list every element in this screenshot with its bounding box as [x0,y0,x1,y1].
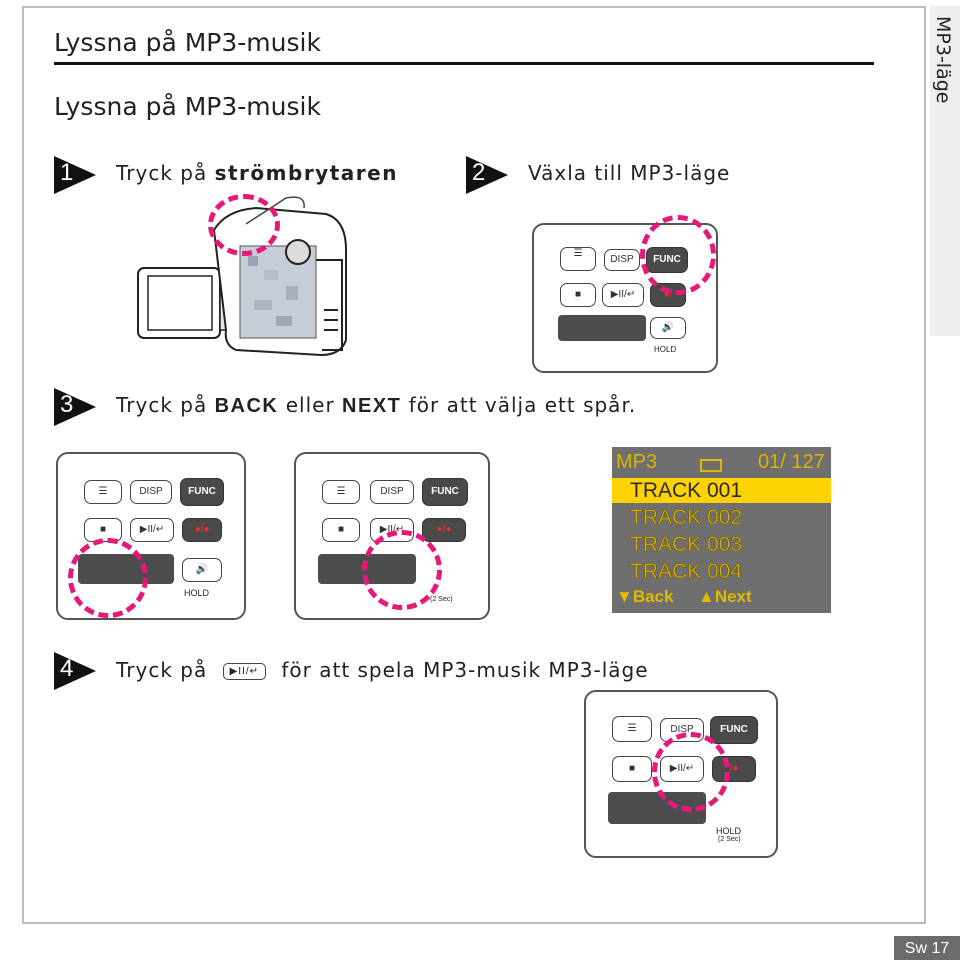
step-1-marker: 1 [54,156,96,194]
step-3-text: Tryck på BACK eller NEXT för att välja e… [116,393,637,417]
track-item[interactable]: TRACK 002 [630,506,743,530]
play-button-highlight [652,732,730,812]
hold-label: HOLD [184,588,210,598]
step-4-marker: 4 [54,652,96,690]
func-button[interactable]: FUNC [710,716,758,744]
disp-button[interactable]: DISP [130,480,172,504]
selection-bar [612,478,831,503]
step-4-number: 4 [60,655,74,682]
stop-button[interactable]: ■ [612,756,652,782]
menu-button[interactable]: ☰ [322,480,360,504]
hold-sub-label: (2 Sec) [430,596,453,603]
hold-sub-label: (2 Sec) [718,836,741,843]
func-button[interactable]: FUNC [180,478,224,506]
step-3-marker: 3 [54,388,96,426]
next-button-highlight [362,530,442,610]
step-2-number: 2 [472,159,486,186]
remote-back: ☰ DISP FUNC ■ ▶II/↵ ●/● 🔊 HOLD [56,452,246,620]
menu-button[interactable]: ☰ [612,716,652,742]
play-pause-button[interactable]: ▶II/↵ [602,283,644,307]
step-1-number: 1 [60,159,74,186]
play-pause-button[interactable]: ▶II/↵ [130,518,174,542]
track-item[interactable]: TRACK 003 [630,533,743,557]
step-4-text: Tryck på ▶II/↵ för att spela MP3-musik M… [116,658,649,682]
disp-button[interactable]: DISP [604,249,640,271]
remote-step-4: ☰ DISP FUNC ■ ▶II/↵ /● HOLD (2 Sec) [584,690,778,858]
hold-label: HOLD [716,826,742,836]
disp-button[interactable]: DISP [370,480,414,504]
nav-bar [558,315,646,341]
menu-button[interactable]: ☰ [560,247,596,271]
hold-label: HOLD [654,345,677,354]
title-rule [54,62,874,65]
section-title: Lyssna på MP3-musik [54,92,321,121]
camcorder-illustration [136,190,356,370]
track-counter: 01/ 127 [758,451,825,473]
battery-icon [700,459,722,472]
page-number: Sw 17 [894,936,960,960]
side-tab-label: MP3-läge [932,16,954,104]
track-item[interactable]: TRACK 004 [630,560,743,584]
step-2-marker: 2 [466,156,508,194]
step-1-text: Tryck på strömbrytaren [116,161,398,185]
next-softkey[interactable]: ▲Next [698,587,752,606]
speaker-button[interactable]: 🔊 [650,317,686,339]
play-pause-icon: ▶II/↵ [222,663,266,680]
func-button-highlight [640,215,716,295]
power-button-highlight [208,194,280,256]
back-softkey[interactable]: ▼Back [616,587,674,606]
mode-label: MP3 [616,451,658,473]
page-frame [22,6,926,924]
record-button[interactable]: ●/● [422,518,466,542]
stop-button[interactable]: ■ [560,283,596,307]
stop-button[interactable]: ■ [322,518,360,542]
page-title: Lyssna på MP3-musik [54,28,321,57]
speaker-button[interactable]: 🔊 [182,558,222,582]
side-tab: MP3-läge [930,6,960,336]
back-button-highlight [68,538,148,618]
func-button[interactable]: FUNC [422,478,468,506]
remote-step-2: ☰ DISP FUNC ■ ▶II/↵ ●/ 🔊 HOLD [532,215,718,373]
mp3-screen: MP3 01/ 127 TRACK 001 TRACK 002 TRACK 00… [612,447,831,613]
step-3-number: 3 [60,391,74,418]
remote-next: ☰ DISP FUNC ■ ▶II/↵ ●/● (2 Sec) [294,452,490,620]
track-item[interactable]: TRACK 001 [630,479,743,502]
step-2-text: Växla till MP3-läge [528,161,731,185]
menu-button[interactable]: ☰ [84,480,122,504]
record-button[interactable]: ●/● [182,518,222,542]
